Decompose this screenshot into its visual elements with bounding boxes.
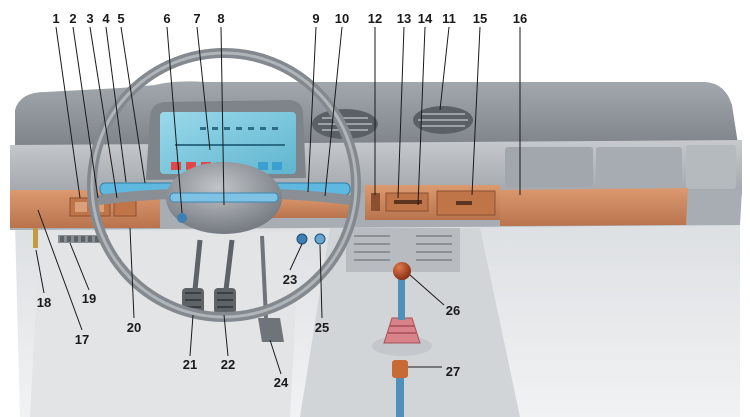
handbrake-grip	[392, 360, 408, 378]
air-vent-right	[413, 106, 473, 134]
gear-boot-folds	[388, 325, 416, 334]
left-footwell	[30, 230, 300, 417]
gear-lever-shaft	[398, 278, 405, 320]
ignition-switch	[177, 213, 187, 223]
radio-slot	[456, 201, 472, 205]
callout-13: 13	[397, 11, 411, 26]
callout-5: 5	[117, 11, 124, 26]
switch-left-a	[75, 202, 87, 212]
lower-vent-grille	[354, 235, 452, 261]
callout-7: 7	[193, 11, 200, 26]
right-end-panel	[686, 145, 736, 189]
callout-12: 12	[368, 11, 382, 26]
right-panel-segment-2	[596, 147, 682, 187]
brake-pedal	[214, 239, 236, 314]
handbrake-lever	[396, 370, 404, 417]
right-panel-segment	[505, 147, 593, 187]
accelerator-pedal	[258, 235, 284, 342]
gear-knob	[393, 262, 411, 280]
hood-release-lever	[33, 228, 38, 248]
callout-14: 14	[418, 11, 433, 26]
callout-26: 26	[446, 303, 460, 318]
callout-3: 3	[86, 11, 93, 26]
callout-labels: 1 2 3 4 5 6 7 8 9 10 11 12 13 14 15 16 1…	[37, 11, 527, 390]
callout-16: 16	[513, 11, 527, 26]
callout-25: 25	[315, 320, 329, 335]
instrument-indicator-row	[200, 127, 278, 130]
callout-18: 18	[37, 295, 51, 310]
instrument-line	[175, 144, 285, 146]
callout-24: 24	[274, 375, 289, 390]
leader-lines	[35, 26, 521, 375]
callout-17: 17	[75, 332, 89, 347]
callout-2: 2	[69, 11, 76, 26]
gear-boot	[383, 317, 421, 344]
callout-4: 4	[102, 11, 110, 26]
callout-23: 23	[283, 272, 297, 287]
callout-8: 8	[217, 11, 224, 26]
callout-1: 1	[52, 11, 59, 26]
callout-9: 9	[312, 11, 319, 26]
callout-19: 19	[82, 291, 96, 306]
fuse-box	[58, 235, 108, 243]
callout-11: 11	[442, 11, 456, 26]
callout-10: 10	[335, 11, 349, 26]
callout-15: 15	[473, 11, 487, 26]
glovebox-lid	[500, 188, 688, 226]
cigarette-lighter	[371, 193, 380, 211]
switch-knob-right	[314, 233, 326, 245]
callout-22: 22	[221, 357, 235, 372]
callout-6: 6	[163, 11, 170, 26]
callout-20: 20	[127, 320, 141, 335]
heater-lever-slot	[394, 200, 422, 204]
callout-21: 21	[183, 357, 197, 372]
switch-knob-left	[296, 233, 308, 245]
callout-27: 27	[446, 364, 460, 379]
